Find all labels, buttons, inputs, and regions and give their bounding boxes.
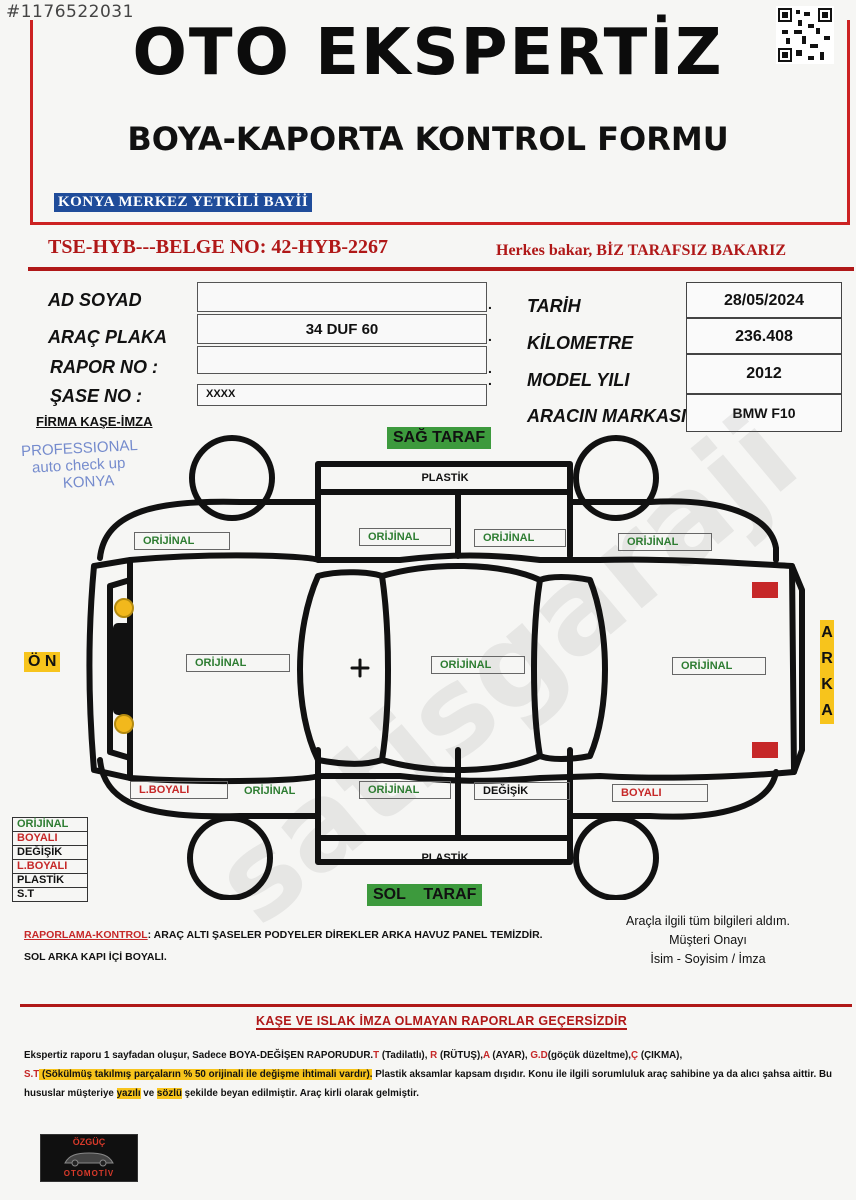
name-field[interactable] [197, 282, 487, 312]
plate-label: ARAÇ PLAKA [48, 327, 167, 347]
report-control: RAPORLAMA-KONTROL: ARAÇ ALTI ŞASELER POD… [24, 929, 543, 963]
divider [28, 267, 854, 271]
rear-left-fender[interactable]: BOYALI [612, 784, 708, 802]
page-title: OTO EKSPERTİZ [132, 16, 724, 90]
legend: ORİJİNAL BOYALI DEĞİŞİK L.BOYALI PLASTİK… [12, 817, 88, 902]
front-label: Ö N [24, 652, 61, 672]
legend-painted: BOYALI [13, 832, 87, 846]
disclaimer: Ekspertiz raporu 1 sayfadan oluşur, Sade… [24, 1050, 833, 1099]
brand-field[interactable]: BMW F10 [686, 394, 842, 432]
top-plastic-label: PLASTİK [421, 472, 469, 484]
car-diagram [86, 435, 805, 900]
report-no-label: RAPOR NO : [50, 357, 158, 377]
validity-warning: KAŞE VE ISLAK İMZA OLMAYAN RAPORLAR GEÇE… [256, 1014, 628, 1030]
brand-label: ARACIN MARKASI [527, 406, 686, 426]
header-frame [30, 20, 850, 225]
front-left-fender-local-paint[interactable]: L.BOYALI [130, 781, 228, 799]
report-no-field[interactable] [197, 346, 487, 374]
trunk[interactable]: ORİJİNAL [672, 657, 766, 675]
legend-original: ORİJİNAL [13, 818, 87, 832]
divider-bottom [20, 1004, 852, 1007]
front-right-door[interactable]: ORİJİNAL [359, 528, 451, 546]
chassis-no-label: ŞASE NO : [50, 386, 143, 406]
model-year-field[interactable]: 2012 [686, 354, 842, 394]
legend-st: S.T [17, 888, 35, 900]
form-subtitle: BOYA-KAPORTA KONTROL FORMU [127, 120, 729, 158]
front-left-door[interactable]: ORİJİNAL [359, 781, 451, 799]
qr-code-icon [776, 6, 834, 64]
roof[interactable]: ORİJİNAL [431, 656, 525, 674]
hood[interactable]: ORİJİNAL [186, 654, 290, 672]
slogan: Herkes bakar, BİZ TARAFSIZ BAKARIZ [496, 242, 786, 259]
legend-plastic: PLASTİK [13, 874, 87, 888]
legend-local-painted: L.BOYALI [13, 860, 87, 874]
km-label: KİLOMETRE [527, 333, 633, 353]
km-field[interactable]: 236.408 [686, 318, 842, 354]
plate-field[interactable]: 34 DUF 60 [197, 314, 487, 344]
left-side-label: SOL TARAF [367, 884, 483, 906]
company-stamp-label: FİRMA KAŞE-İMZA [36, 414, 153, 429]
rear-left-door[interactable]: DEĞİŞİK [474, 782, 570, 800]
rear-right-door[interactable]: ORİJİNAL [474, 529, 566, 547]
bottom-plastic-label: PLASTİK [421, 852, 469, 864]
dealer-logo: ÖZGÜÇ OTOMOTİV [40, 1134, 138, 1182]
front-left-fender[interactable]: ORİJİNAL [244, 785, 296, 797]
name-label: AD SOYAD [48, 290, 142, 310]
customer-approval: Araçla ilgili tüm bilgileri aldım. Müşte… [626, 914, 790, 966]
car-logo-icon [64, 1152, 114, 1167]
certificate-number: TSE-HYB---BELGE NO: 42-HYB-2267 [48, 236, 389, 258]
rear-right-fender[interactable]: ORİJİNAL [618, 533, 712, 551]
model-year-label: MODEL YILI [527, 370, 630, 390]
photo-id: #1176522031 [6, 2, 134, 22]
front-right-fender[interactable]: ORİJİNAL [134, 532, 230, 550]
legend-changed: DEĞİŞİK [13, 846, 87, 860]
date-field[interactable]: 28/05/2024 [686, 282, 842, 318]
right-side-label: SAĞ TARAF [387, 427, 492, 449]
dealer-label: KONYA MERKEZ YETKİLİ BAYİİ [54, 193, 313, 212]
chassis-no-field[interactable]: XXXX [197, 384, 487, 406]
date-label: TARİH [527, 296, 581, 316]
rear-label: A R K A [820, 620, 834, 724]
